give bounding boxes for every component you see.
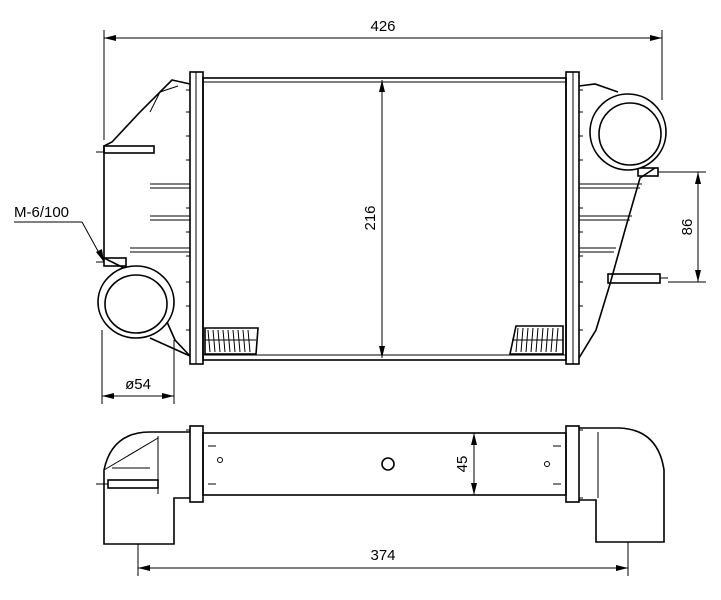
- dim-core-depth: 45: [454, 433, 477, 495]
- right-elbow: [579, 427, 665, 543]
- dim-label-core-depth: 45: [454, 456, 471, 473]
- fin-block-left: [204, 327, 259, 355]
- dim-label-bottom-length: 374: [370, 547, 395, 564]
- dim-core-height: 216: [362, 80, 385, 358]
- front-view: [96, 71, 668, 365]
- right-side-plate: [565, 71, 580, 365]
- dim-label-core-height: 216: [362, 205, 379, 230]
- mounting-hole: [381, 457, 395, 471]
- dim-outlet-spacing: 86: [660, 171, 706, 283]
- left-inlet-pipe: [97, 265, 191, 357]
- right-tank: [578, 83, 668, 359]
- thread-callout: M-6/100: [14, 204, 105, 263]
- dim-label-inlet-diameter: ø54: [125, 376, 151, 393]
- side-plate-notches: [186, 89, 583, 331]
- dim-overall-width: 426: [103, 18, 663, 140]
- thread-label: M-6/100: [14, 204, 69, 221]
- left-side-plate: [189, 71, 204, 365]
- right-outlet-pipe: [589, 93, 667, 171]
- dim-label-overall-width: 426: [370, 18, 395, 35]
- dim-label-outlet-spacing: 86: [679, 219, 696, 236]
- left-elbow: [96, 431, 190, 545]
- core: [202, 77, 567, 361]
- bottom-view: [96, 425, 665, 545]
- fin-block-right: [509, 325, 564, 355]
- dim-inlet-diameter: ø54: [101, 330, 175, 404]
- dim-bottom-length: 374: [137, 542, 629, 576]
